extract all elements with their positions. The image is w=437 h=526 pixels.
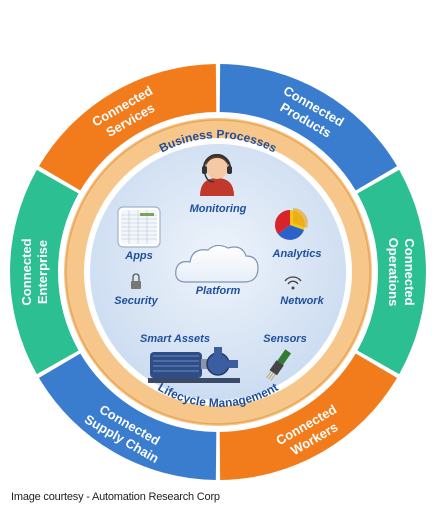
ring-segment-products xyxy=(219,64,398,191)
security-padlock-icon xyxy=(131,273,141,289)
ring-label-operations: ConnectedOperations xyxy=(386,238,417,307)
ring-segment-enterprise xyxy=(10,169,79,375)
analytics-label: Analytics xyxy=(272,248,322,260)
image-caption: Image courtesy - Automation Research Cor… xyxy=(11,491,220,503)
sensors-label: Sensors xyxy=(263,333,306,345)
smart-assets-label: Smart Assets xyxy=(140,333,210,345)
ring-label-enterprise: ConnectedEnterprise xyxy=(19,238,50,305)
ring-segment-workers xyxy=(219,353,398,480)
platform-cloud-icon xyxy=(175,244,259,283)
middle-ring-edge xyxy=(65,119,371,425)
ring-segment-services xyxy=(38,64,217,191)
sensor-probe-icon xyxy=(266,349,292,381)
apps-label: Apps xyxy=(124,250,153,262)
ring-segment-operations xyxy=(357,169,426,375)
monitoring-headset-icon xyxy=(200,153,234,196)
network-label: Network xyxy=(280,295,324,307)
ring-segment-supply-chain xyxy=(38,353,217,480)
network-wifi-icon xyxy=(284,276,302,290)
security-label: Security xyxy=(114,295,158,307)
outer-ring xyxy=(10,64,426,480)
platform-label: Platform xyxy=(196,285,241,297)
monitoring-label: Monitoring xyxy=(190,203,247,215)
pump-icon xyxy=(148,347,240,383)
apps-spreadsheet-icon xyxy=(117,206,161,248)
analytics-pie-icon xyxy=(275,208,308,240)
